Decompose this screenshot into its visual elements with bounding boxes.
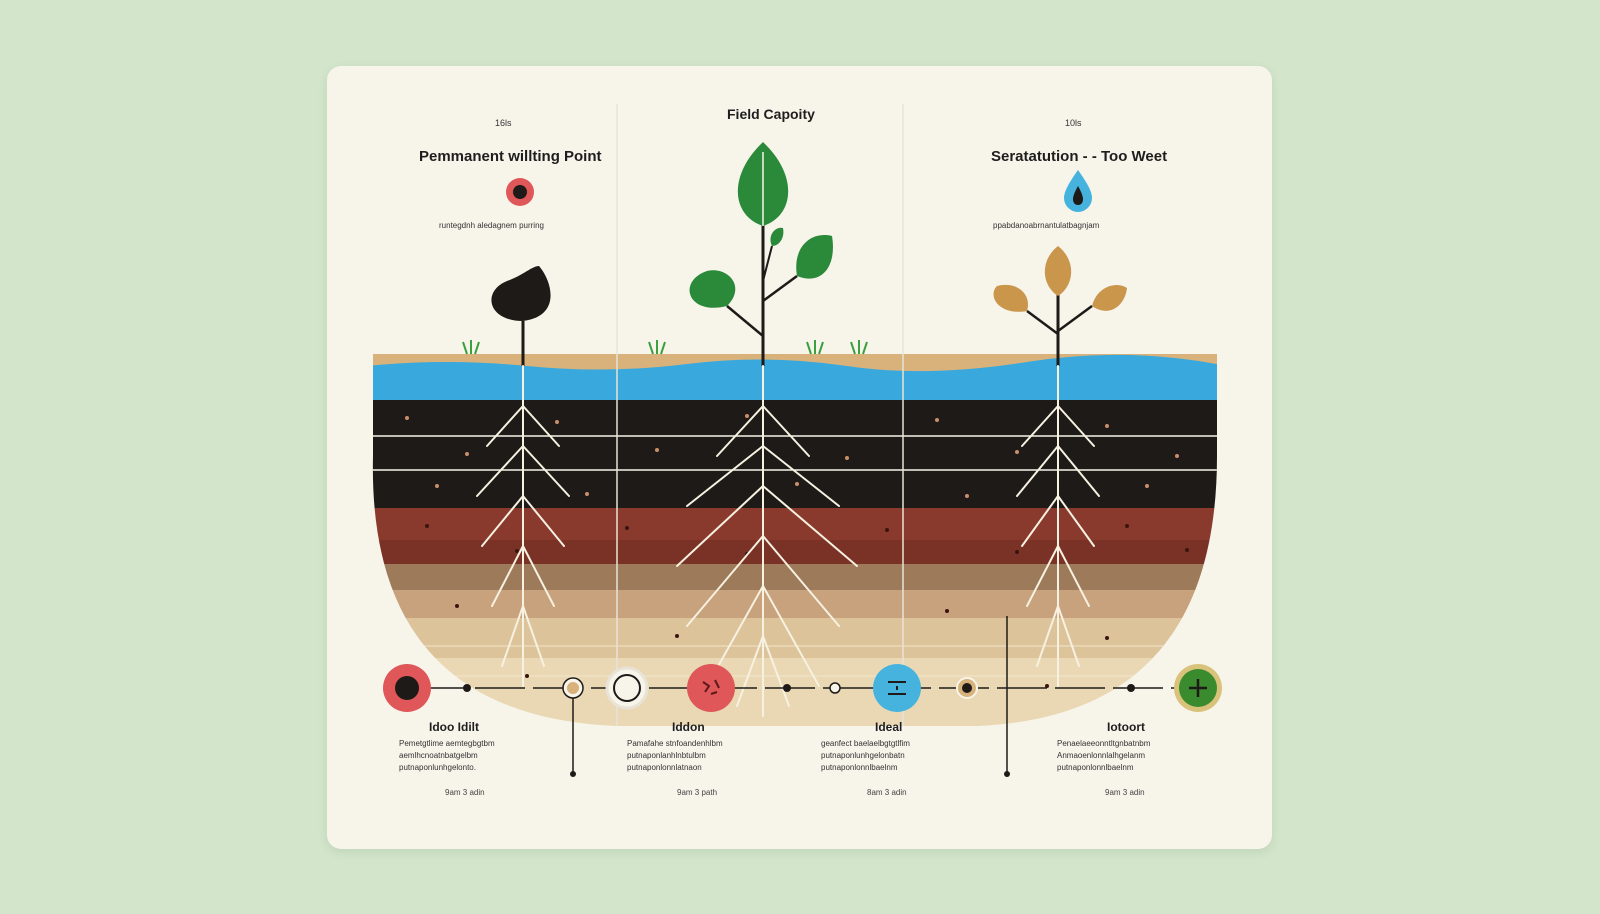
sand-layer	[372, 618, 1217, 658]
soil-speckles	[405, 414, 1179, 498]
stage-1-title: Idoo Idilt	[429, 720, 479, 734]
stage-2-description: Pamafahe stnfoandenhlbm putnaponlanhlnbt…	[627, 739, 723, 772]
grass-tufts	[462, 340, 868, 355]
brown-soil-layer	[372, 564, 1217, 590]
stage-3-description: geanfect baelaelbgtgtlfim putnaponlunhge…	[821, 739, 910, 772]
column-1-description: runtegdnh aledagnem purring	[439, 221, 544, 230]
stage-3-meta: 8am 3 adin	[867, 788, 907, 797]
stage-2-meta: 9am 3 path	[677, 788, 718, 797]
column-3-description: ppabdanoabrnantulatbagnjam	[993, 221, 1100, 230]
dark-soil-layer	[372, 400, 1217, 508]
stage-1-description: Pemetgtlime aemtegbgtbm aemlhcnoatnbatge…	[399, 739, 495, 772]
diagram-card: 16ls Pemmanent willting Point runtegdnh …	[327, 66, 1272, 849]
wilted-bulb-icon	[491, 266, 551, 366]
stage-2-title: Iddon	[672, 720, 705, 734]
stage-4-description: Penaelaeeonntltgnbatnbm Anmaoenlonnlalhg…	[1057, 739, 1151, 772]
yellowed-plant-icon	[993, 246, 1127, 366]
red-soil-layer	[372, 508, 1217, 540]
level-icon	[873, 664, 921, 712]
soil-profile	[372, 354, 1217, 726]
stage-4-meta: 9am 3 adin	[1105, 788, 1145, 797]
column-2-heading: Field Capoity	[727, 106, 815, 122]
healthy-plant-icon	[689, 142, 833, 366]
column-3-heading: Seratatution - - Too Weet	[991, 148, 1168, 165]
column-1-heading: Pemmanent willting Point	[419, 148, 602, 165]
stage-3-title: Ideal	[875, 720, 903, 734]
soil-moisture-illustration	[372, 104, 1222, 777]
stage-1-meta: 9am 3 adin	[445, 788, 485, 797]
stage-4-title: Iotoort	[1107, 720, 1145, 734]
root-systems	[476, 365, 1100, 717]
water-layer	[372, 354, 1217, 402]
water-drop-icon	[1064, 170, 1092, 212]
black-dot-icon	[383, 664, 431, 712]
plus-icon	[1174, 664, 1222, 712]
column-1-tag: 16ls	[495, 118, 512, 128]
column-3-tag: 10ls	[1065, 118, 1082, 128]
rash-icon	[687, 664, 735, 712]
timeline	[417, 616, 1197, 777]
red-dot-icon	[506, 178, 534, 206]
